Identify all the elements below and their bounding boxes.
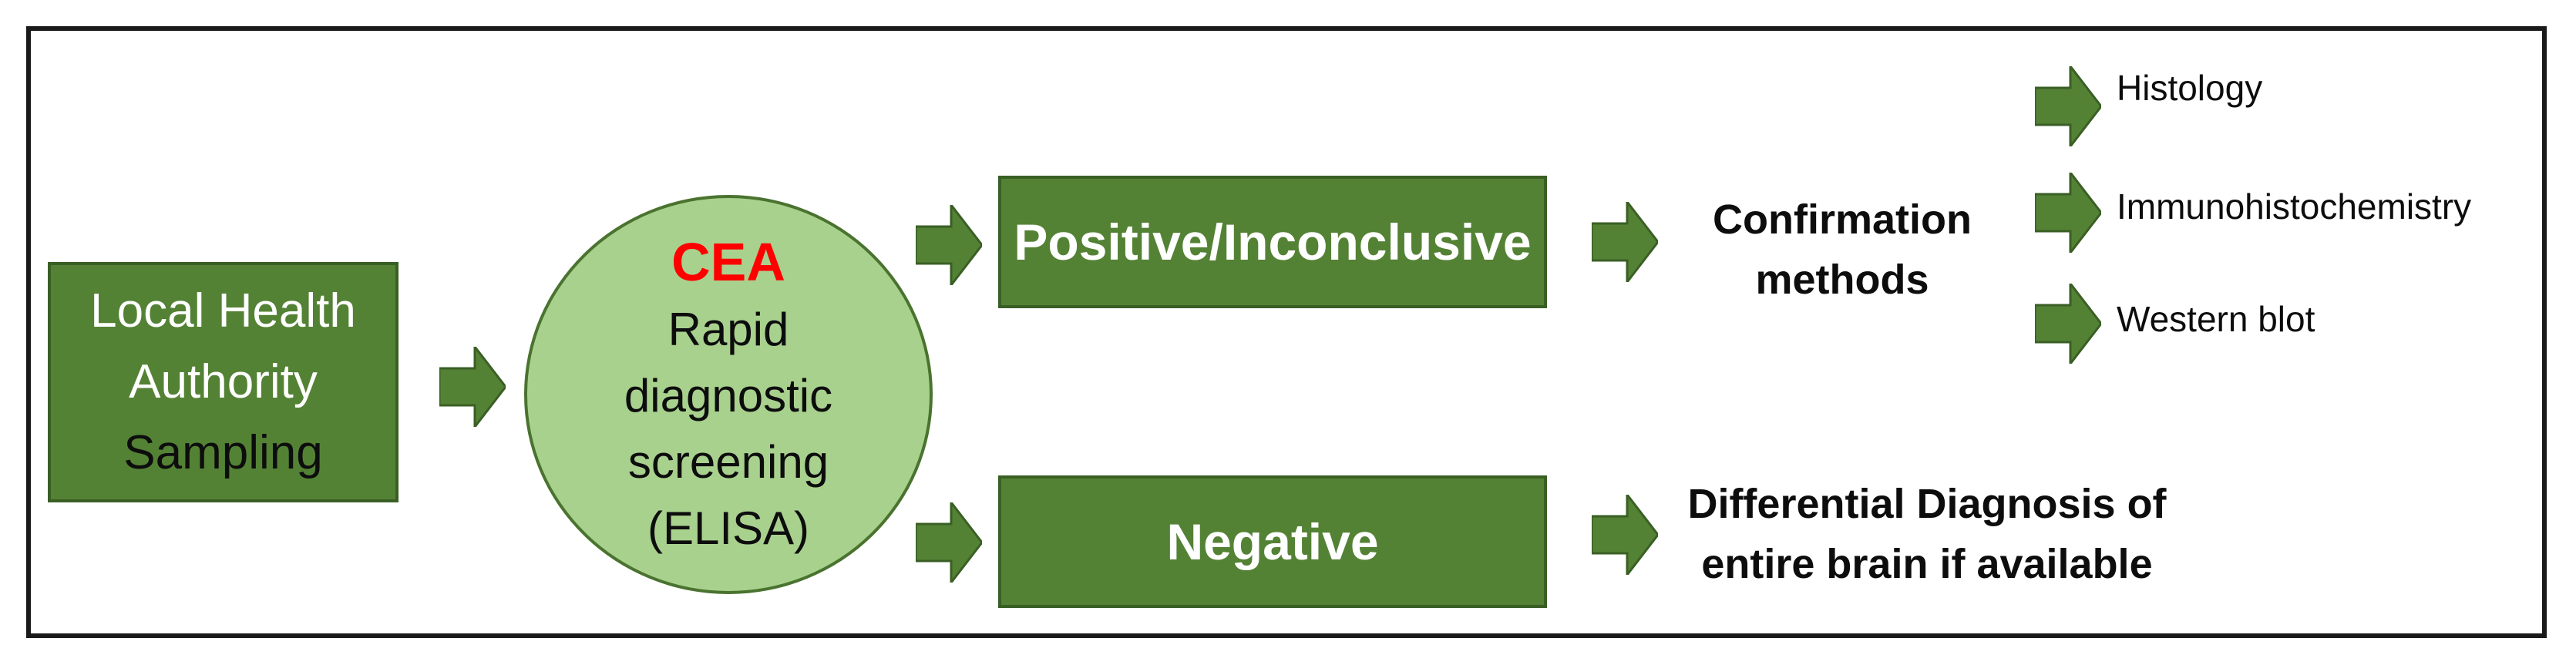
screening-line-2: diagnostic (624, 370, 833, 422)
arrow-right-icon (2035, 66, 2101, 146)
differential-diagnosis-label: Differential Diagnosis of entire brain i… (1657, 474, 2197, 594)
confirmation-line-2: methods (1755, 257, 1929, 303)
screening-line-4: (ELISA) (647, 502, 810, 554)
method-western-blot: Western blot (2117, 299, 2315, 339)
arrow-right-icon (1592, 202, 1658, 282)
differential-line-1: Differential Diagnosis of (1687, 481, 2167, 527)
method-histology: Histology (2117, 68, 2263, 108)
differential-line-2: entire brain if available (1701, 541, 2153, 587)
confirmation-methods-label: Confirmation methods (1692, 190, 1993, 310)
cea-title: CEA (671, 232, 785, 292)
method-immunohistochemistry: Immunohistochemistry (2117, 186, 2472, 227)
cea-rapid-screening-circle: CEA Rapid diagnostic screening (ELISA) (524, 195, 933, 594)
source-line-3: Sampling (123, 426, 323, 479)
local-health-authority-sampling-box: Local Health Authority Sampling (48, 262, 399, 502)
arrow-right-icon (916, 205, 982, 285)
positive-inconclusive-box: Positive/Inconclusive (998, 176, 1547, 308)
arrow-right-icon (916, 502, 982, 583)
arrow-right-icon (2035, 173, 2101, 253)
screening-line-1: Rapid (668, 304, 789, 355)
positive-label: Positive/Inconclusive (1014, 213, 1532, 270)
source-line-2: Authority (129, 355, 318, 408)
confirmation-line-1: Confirmation (1713, 196, 1972, 243)
arrow-right-icon (1592, 495, 1658, 575)
arrow-right-icon (439, 347, 506, 427)
arrow-right-icon (2035, 284, 2101, 364)
source-line-1: Local Health (90, 284, 356, 338)
negative-label: Negative (1166, 513, 1379, 570)
negative-box: Negative (998, 475, 1547, 608)
screening-line-3: screening (627, 436, 829, 488)
